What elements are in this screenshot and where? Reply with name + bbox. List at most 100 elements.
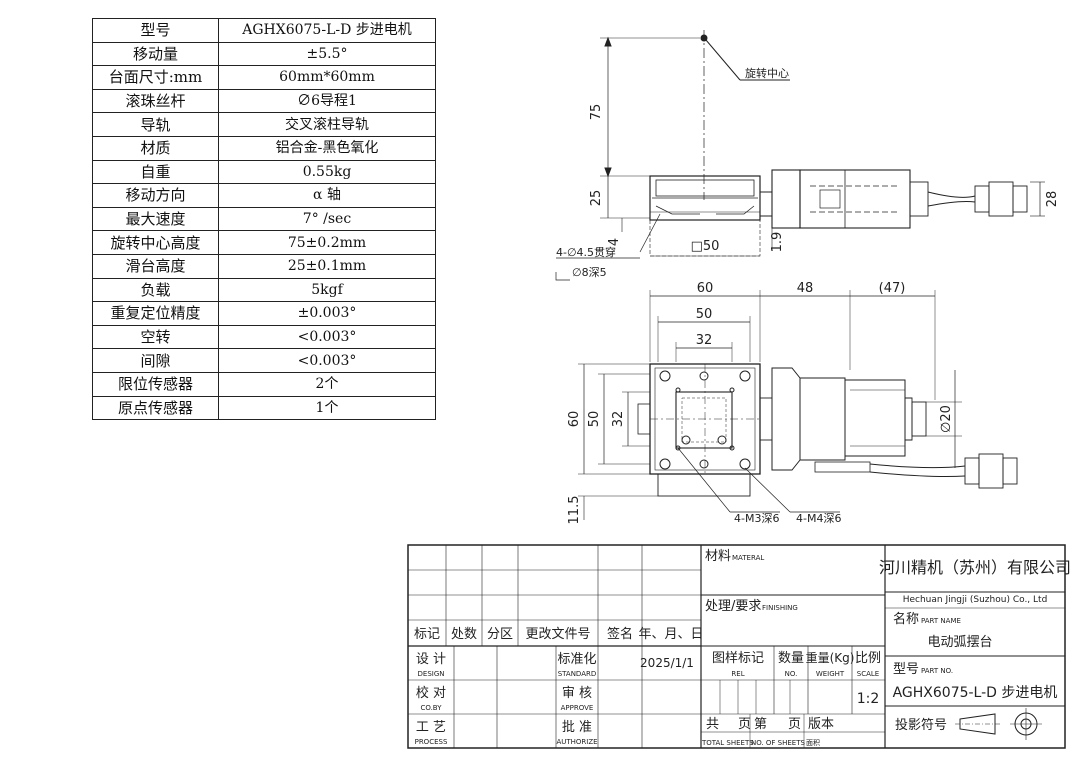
tb-col-mark: 标记 xyxy=(414,627,440,642)
company-name: 河川精机（苏州）有限公司 xyxy=(879,558,1071,577)
spec-value: 交叉滚柱导轨 xyxy=(218,112,436,137)
tb-approve-en: APPROVE xyxy=(561,704,594,712)
spec-value: 0.55kg xyxy=(218,159,436,185)
tb-authorize-en: AUTHORIZE xyxy=(556,738,597,746)
tb-weight: 重量(Kg) xyxy=(806,651,855,665)
spec-label: 限位传感器 xyxy=(92,371,219,397)
tb-sheet-no: 第 xyxy=(754,717,767,732)
part-number: AGHX6075-L-D 步进电机 xyxy=(893,685,1058,701)
tb-check: 校 对 xyxy=(416,685,446,701)
tb-rel-en: REL xyxy=(731,670,744,678)
dimension-labels: 75 25 4 1.9 28 □50 旋转中心 4-∅4.5贯穿 ∅8深5 60… xyxy=(556,66,1060,525)
tb-material-en: MATERAL xyxy=(732,554,764,562)
dim-75: 75 xyxy=(589,104,604,121)
tb-sheets-en-2: NO. OF SHEETS xyxy=(751,739,806,747)
dim-47: (47) xyxy=(879,281,906,296)
tb-standard-en: STANDARD xyxy=(558,670,597,678)
dim-28: 28 xyxy=(1045,191,1060,208)
spec-value: <0.003° xyxy=(218,324,436,350)
tb-process: 工 艺 xyxy=(416,720,446,735)
tb-part-no-label: 型号 xyxy=(893,662,919,677)
dim-1-9: 1.9 xyxy=(770,232,785,253)
spec-row: 导轨交叉滚柱导轨 xyxy=(92,112,436,137)
spec-label: 最大速度 xyxy=(92,206,219,232)
note-m3: 4-M3深6 xyxy=(734,512,779,525)
tb-version-en: 面积 xyxy=(806,738,820,747)
tb-scale-value: 1:2 xyxy=(857,691,880,707)
title-block-text: 标记 处数 分区 更改文件号 签名 年、月、日 设 计 DESIGN 校 对 C… xyxy=(414,549,1071,747)
spec-label: 自重 xyxy=(92,159,219,185)
spec-row: 间隙<0.003° xyxy=(92,348,436,373)
dim-50-left: 50 xyxy=(587,411,602,428)
tb-sheets-en-1: TOTAL SHEETS xyxy=(701,739,754,747)
spec-value: 5kgf xyxy=(218,277,436,303)
tb-col-docno: 更改文件号 xyxy=(525,627,590,642)
spec-value: 60mm*60mm xyxy=(218,65,436,90)
hole-note-2: ∅8深5 xyxy=(572,266,607,279)
tb-design-en: DESIGN xyxy=(418,670,445,678)
tb-standard: 标准化 xyxy=(557,652,596,667)
tb-col-date: 年、月、日 xyxy=(638,627,703,642)
spec-label: 间隙 xyxy=(92,348,219,373)
spec-label: 导轨 xyxy=(92,112,219,137)
tb-projection: 投影符号 xyxy=(895,717,947,733)
company-name-en: Hechuan Jingji (Suzhou) Co., Ltd xyxy=(903,595,1048,605)
spec-row: 移动量±5.5° xyxy=(92,41,436,67)
note-m4: 4-M4深6 xyxy=(796,512,841,525)
spec-label: 材质 xyxy=(92,135,219,161)
dim-48: 48 xyxy=(797,281,814,296)
spec-label: 型号 xyxy=(92,18,219,43)
spec-value: AGHX6075-L-D 步进电机 xyxy=(218,18,436,43)
spec-label: 原点传感器 xyxy=(92,395,219,421)
spec-label: 重复定位精度 xyxy=(92,301,219,326)
rotation-center-label: 旋转中心 xyxy=(745,66,789,80)
tb-part-name-en: PART NAME xyxy=(921,617,961,625)
spec-row: 材质铝合金-黑色氧化 xyxy=(92,135,436,161)
spec-row: 空转<0.003° xyxy=(92,324,436,350)
dim-32-top: 32 xyxy=(696,333,713,348)
dim-60-left: 60 xyxy=(567,411,582,428)
part-name: 电动弧摆台 xyxy=(927,635,992,650)
m3-holes xyxy=(675,387,735,451)
spec-label: 滑台高度 xyxy=(92,253,219,279)
tb-scale-en: SCALE xyxy=(857,670,879,678)
spec-value: ±0.003° xyxy=(218,301,436,326)
projection-symbol-icon xyxy=(955,708,1042,740)
dim-dia-20: ∅20 xyxy=(939,405,954,433)
side-view xyxy=(555,30,1045,281)
spec-row: 滚珠丝杆∅6导程1 xyxy=(92,88,436,114)
tb-qty-en: NO. xyxy=(785,670,798,678)
spec-value: ±5.5° xyxy=(218,41,436,67)
hole-note-1: 4-∅4.5贯穿 xyxy=(556,245,616,259)
tb-date: 2025/1/1 xyxy=(640,656,694,670)
dim-4: 4 xyxy=(607,238,622,246)
dim-11-5: 11.5 xyxy=(567,496,582,525)
spec-value: 2个 xyxy=(218,371,436,397)
spec-label: 移动方向 xyxy=(92,183,219,208)
tb-col-zone: 分区 xyxy=(487,627,513,642)
tb-design: 设 计 xyxy=(416,652,446,667)
dim-25: 25 xyxy=(589,190,604,207)
tb-rel: 图样标记 xyxy=(712,651,764,666)
spec-value: <0.003° xyxy=(218,348,436,373)
tb-col-count: 处数 xyxy=(451,627,477,642)
dim-square-50: □50 xyxy=(691,239,720,254)
tb-process-en: PROCESS xyxy=(415,738,448,746)
tb-part-name-label: 名称 xyxy=(893,611,919,627)
tb-sheet-page2: 页 xyxy=(788,717,801,732)
tb-material: 材料 xyxy=(705,549,731,564)
tb-finishing: 处理/要求 xyxy=(705,599,761,614)
tb-check-en: CO.BY xyxy=(420,704,442,712)
spec-value: 25±0.1mm xyxy=(218,253,436,279)
dim-60-top: 60 xyxy=(697,281,714,296)
